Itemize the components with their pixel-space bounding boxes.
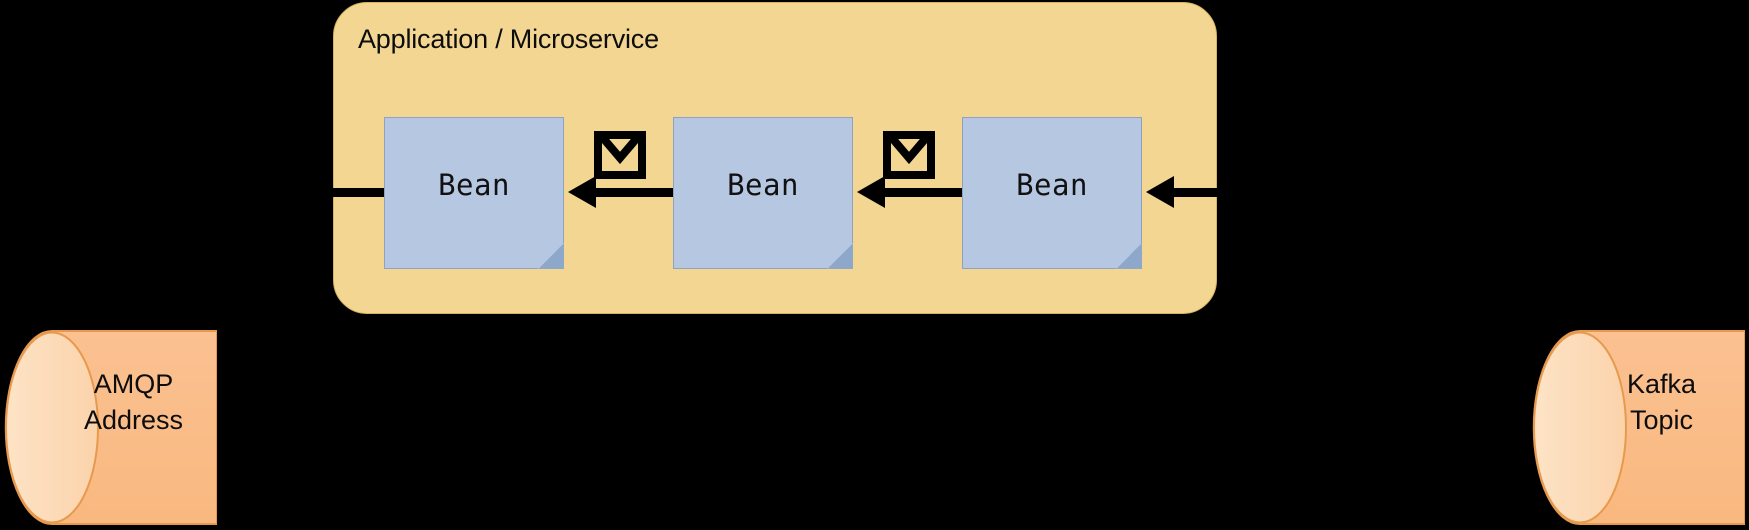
- envelope-icon: [883, 131, 935, 179]
- arrow-bean-2-to-bean-1-line: [596, 188, 676, 197]
- bean-node-3: Bean: [962, 117, 1142, 269]
- arrow-panel-to-bean-3-head: [1146, 176, 1174, 208]
- arrow-bean-3-to-bean-2-line: [885, 188, 965, 197]
- folded-corner-mask: [827, 243, 853, 269]
- bean-label: Bean: [438, 168, 510, 202]
- bean-label: Bean: [1016, 168, 1088, 202]
- folded-corner-mask: [538, 243, 564, 269]
- folded-corner-mask: [1116, 243, 1142, 269]
- bean-label: Bean: [727, 168, 799, 202]
- envelope-icon: [594, 131, 646, 179]
- bean-node-2: Bean: [673, 117, 853, 269]
- bean-node-1: Bean: [384, 117, 564, 269]
- application-microservice-title: Application / Microservice: [358, 24, 659, 54]
- arrow-panel-to-bean-3-line: [1174, 188, 1244, 197]
- arrow-bean-3-to-bean-2-head: [857, 176, 885, 208]
- arrow-panel-to-bean-1-line: [331, 188, 415, 197]
- kafka-topic-cylinder: Kafka Topic: [1532, 330, 1746, 525]
- amqp-address-cylinder: AMQP Address: [4, 330, 218, 525]
- arrow-bean-2-to-bean-1-head: [568, 176, 596, 208]
